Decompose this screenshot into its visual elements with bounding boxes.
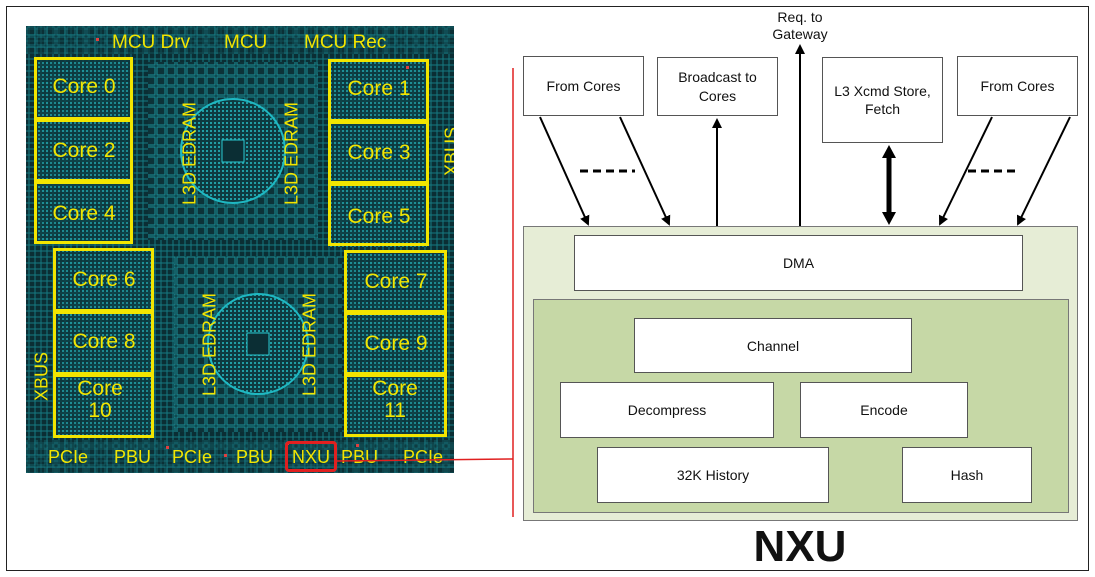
pcie-label-2: PCIe — [172, 447, 213, 467]
core-7-label: Core 7 — [364, 270, 428, 293]
history-block: 32K History — [597, 447, 829, 503]
core-11-label: Core 11 — [372, 377, 418, 423]
from-cores-left-box: From Cores — [523, 56, 644, 116]
core-4-label: Core 4 — [52, 202, 116, 225]
pbu-label-1: PBU — [114, 447, 152, 467]
nxu-chip-label: NXU — [292, 447, 331, 467]
mcu-rec-label: MCU Rec — [304, 32, 387, 53]
core-2-label: Core 2 — [52, 139, 116, 162]
arrow-from-cores-right-1 — [938, 116, 993, 226]
callout-line — [336, 458, 514, 462]
core-10-label: Core 10 — [77, 377, 123, 423]
core-6-box — [53, 248, 154, 312]
nxu-title: NXU — [753, 522, 847, 571]
broadcast-box: Broadcast to Cores — [657, 57, 778, 116]
l3-xcmd-box: L3 Xcmd Store, Fetch — [822, 57, 943, 143]
core-0-label: Core 0 — [52, 75, 116, 98]
pbu-label-2: PBU — [236, 447, 274, 467]
arrow-from-cores-left-1 — [539, 116, 590, 226]
mcu-drv-label: MCU Drv — [112, 32, 191, 53]
arrow-from-cores-right-2 — [1016, 116, 1071, 226]
pcie-label-1: PCIe — [48, 447, 89, 467]
core-1-box — [328, 59, 429, 122]
core-9-label: Core 9 — [364, 332, 428, 355]
core-1-label: Core 1 — [347, 77, 411, 100]
core-11-box — [344, 374, 447, 437]
core-4-box — [34, 181, 133, 244]
pcie-label-3: PCIe — [403, 447, 444, 467]
core-6-label: Core 6 — [72, 268, 136, 291]
die-texture — [26, 26, 454, 473]
core-5-box — [328, 183, 429, 246]
core-0-box — [34, 57, 133, 120]
dma-block: DMA — [574, 235, 1023, 291]
nxu-highlight — [285, 441, 337, 472]
channel-block: Channel — [634, 318, 912, 373]
arrow-from-cores-left-2 — [619, 116, 671, 226]
from-cores-right-box: From Cores — [957, 56, 1078, 116]
core-9-box — [344, 312, 447, 375]
core-10-box — [53, 374, 154, 438]
mcu-label: MCU — [224, 32, 268, 53]
core-3-box — [328, 121, 429, 184]
core-5-label: Core 5 — [347, 205, 411, 228]
req-gateway-label: Req. to Gateway — [772, 9, 828, 42]
chip-die-image: MCU Drv MCU MCU Rec Core 0 Core 1 Core 2… — [26, 26, 454, 473]
encode-block: Encode — [800, 382, 968, 438]
core-8-box — [53, 311, 154, 375]
core-2-box — [34, 119, 133, 182]
hash-block: Hash — [902, 447, 1032, 503]
figure-frame — [6, 6, 1089, 571]
core-3-label: Core 3 — [347, 141, 411, 164]
core-7-box — [344, 250, 447, 313]
core-8-label: Core 8 — [72, 330, 136, 353]
decompress-block: Decompress — [560, 382, 774, 438]
